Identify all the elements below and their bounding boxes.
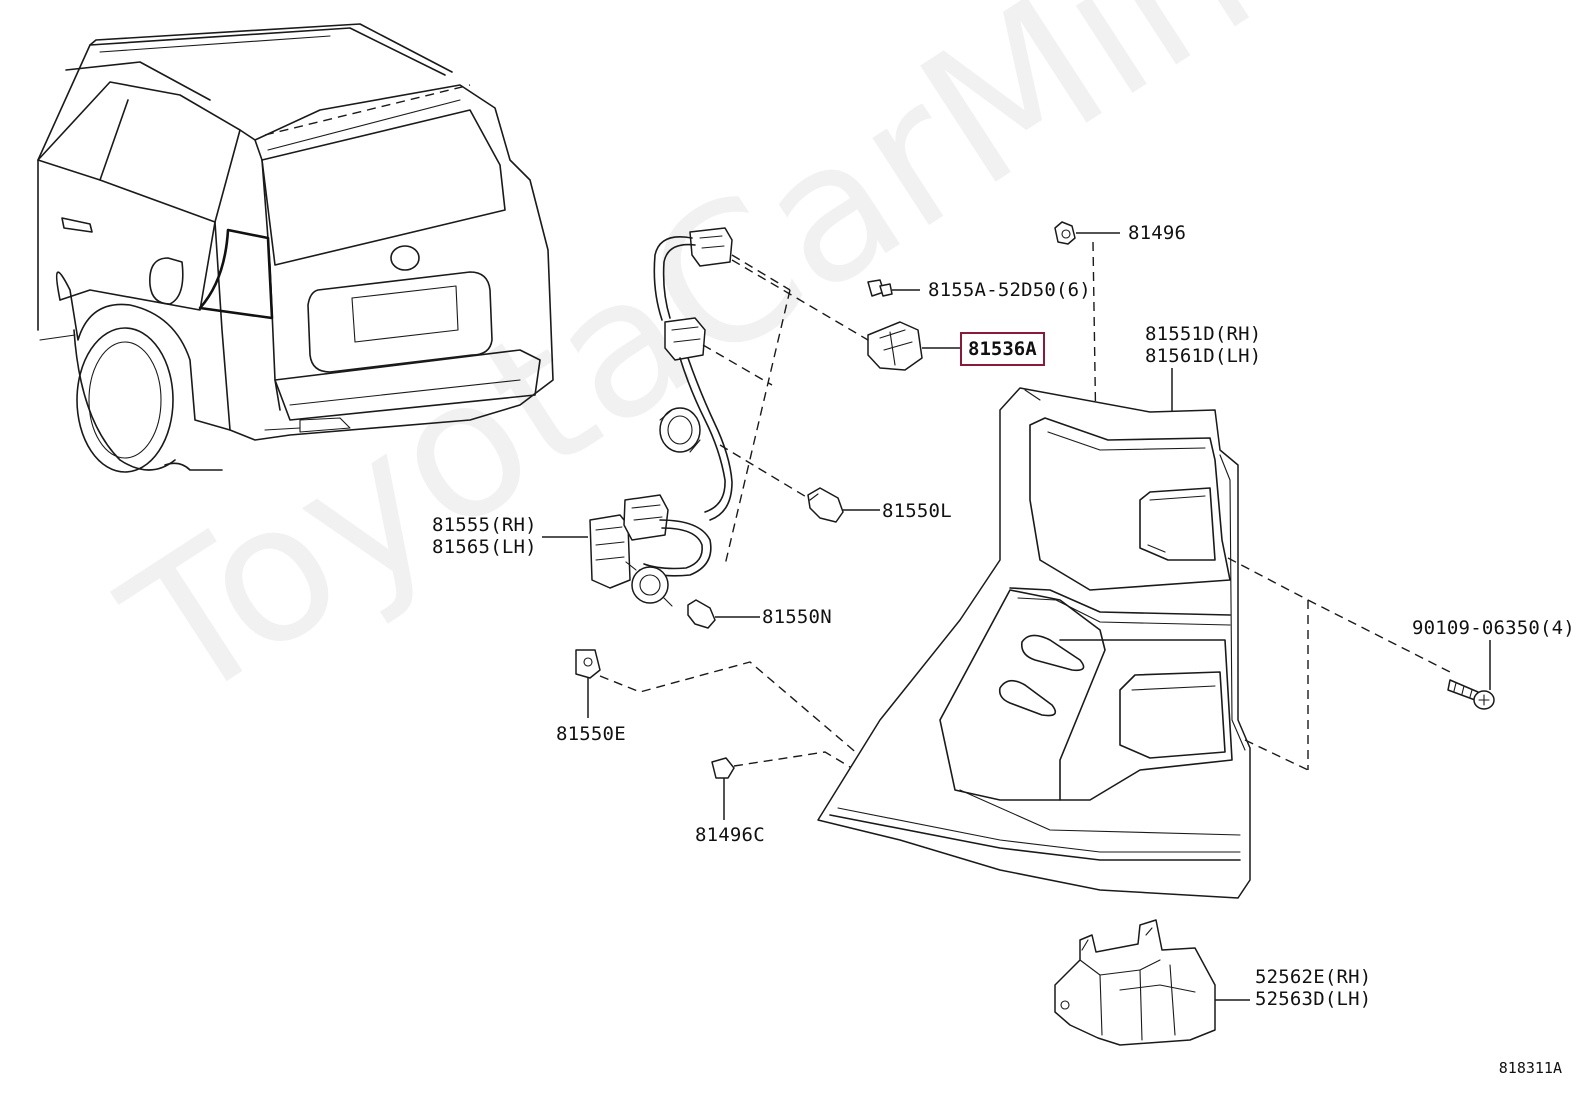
screw-90109-drawing xyxy=(1447,679,1495,710)
label-81550n: 81550N xyxy=(762,606,832,628)
vehicle-rear-illustration xyxy=(37,23,554,473)
bulb-81550n-drawing xyxy=(687,599,716,629)
dash-81496c xyxy=(733,751,881,786)
clip-81550e-drawing xyxy=(575,649,601,679)
label-81496c: 81496C xyxy=(695,824,765,846)
clip-81496-drawing xyxy=(1054,221,1076,245)
harness-dash-side xyxy=(724,289,791,566)
dash-81550l xyxy=(719,444,809,499)
label-81561d: 81561D(LH) xyxy=(1145,345,1262,367)
label-81555: 81555(RH) xyxy=(432,514,537,536)
label-81536a-highlighted[interactable]: 81536A xyxy=(960,332,1045,366)
bolt-8155a-drawing xyxy=(867,279,893,297)
label-81496: 81496 xyxy=(1128,222,1187,244)
label-81551d: 81551D(RH) xyxy=(1145,323,1262,345)
dash-81550e xyxy=(599,661,901,791)
diagram-id: 818311A xyxy=(1498,1059,1562,1077)
label-8155a: 8155A-52D50(6) xyxy=(928,279,1091,301)
dash-90109-lower xyxy=(1244,739,1309,771)
wire-harness-drawing xyxy=(589,227,733,607)
harness-dash-top xyxy=(731,254,791,291)
label-81550l: 81550L xyxy=(882,500,952,522)
bulb-81550l-drawing xyxy=(807,487,844,523)
label-52562e: 52562E(RH) xyxy=(1255,966,1372,988)
label-81565: 81565(LH) xyxy=(432,536,537,558)
rear-lamp-assembly-drawing xyxy=(817,387,1251,899)
bracket-52562e-drawing xyxy=(1054,919,1216,1046)
harness-dash-mid xyxy=(702,344,773,386)
label-52563d: 52563D(LH) xyxy=(1255,988,1372,1010)
label-81550e: 81550E xyxy=(556,723,626,745)
dash-90109-screw xyxy=(1307,599,1451,673)
socket-81536a-drawing xyxy=(731,259,923,371)
label-90109: 90109-06350(4) xyxy=(1412,617,1575,639)
clip-81496c-drawing xyxy=(711,757,735,779)
dash-90109-upper xyxy=(1227,557,1309,601)
